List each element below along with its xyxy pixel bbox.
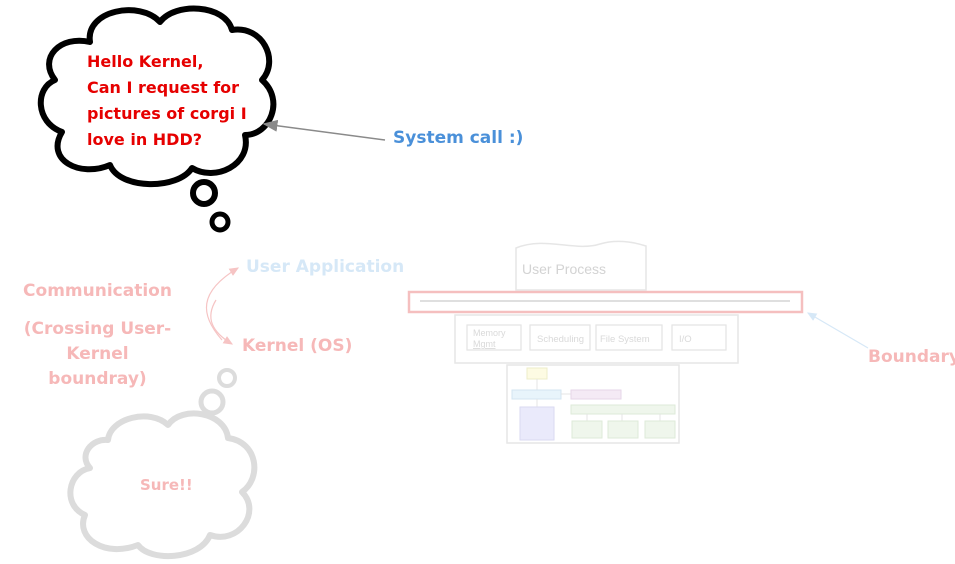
communication-title: Communication [23,281,172,301]
thought-dot-large [190,179,218,207]
module-io-label: I/O [679,334,692,345]
thought-dot-small [209,211,231,233]
kernel-label: Kernel (OS) [242,336,353,356]
hw-purple-bar [570,389,622,400]
hw-green-bar [570,404,676,415]
boundary-arrow [806,312,869,349]
communication-subtitle: (Crossing User-Kernel boundray) [0,317,195,392]
request-thought-cloud [37,5,277,233]
down-curved-arrow [210,299,234,345]
module-io-box [671,324,727,351]
communication-subtitle-line-2: boundray) [48,369,147,389]
up-curved-arrow [205,267,240,341]
system-call-label: System call :) [393,128,524,148]
hw-violet-block [519,406,555,441]
hw-green-block-2 [607,420,639,439]
kernel-box [454,314,739,364]
hw-green-block-3 [644,420,676,439]
boundary-label: Boundary [868,347,955,367]
user-application-label: User Application [246,257,405,277]
user-process-banner [515,240,647,291]
module-memory-box [466,324,522,351]
module-filesystem-label: File System [600,334,650,345]
module-filesystem-box [595,324,663,351]
system-call-arrow [262,119,386,141]
request-text: Hello Kernel, Can I request for pictures… [87,49,262,153]
communication-subtitle-line-1: (Crossing User-Kernel [23,319,172,364]
boundary-box [407,290,804,314]
module-scheduling-box [529,324,591,351]
hw-green-block-1 [571,420,603,439]
reply-dot-small [217,368,237,388]
request-line-1: Hello Kernel, [87,52,204,71]
user-process-label: User Process [522,261,606,277]
request-line-2: Can I request for [87,78,240,97]
module-scheduling-label: Scheduling [537,334,584,345]
hw-top-box [526,367,548,380]
reply-text: Sure!! [140,476,193,494]
reply-dot-large [198,388,226,416]
request-line-4: love in HDD? [87,130,203,149]
hw-blue-bar [511,389,562,400]
reply-thought-cloud [67,368,258,560]
request-line-3: pictures of corgi I [87,104,247,123]
